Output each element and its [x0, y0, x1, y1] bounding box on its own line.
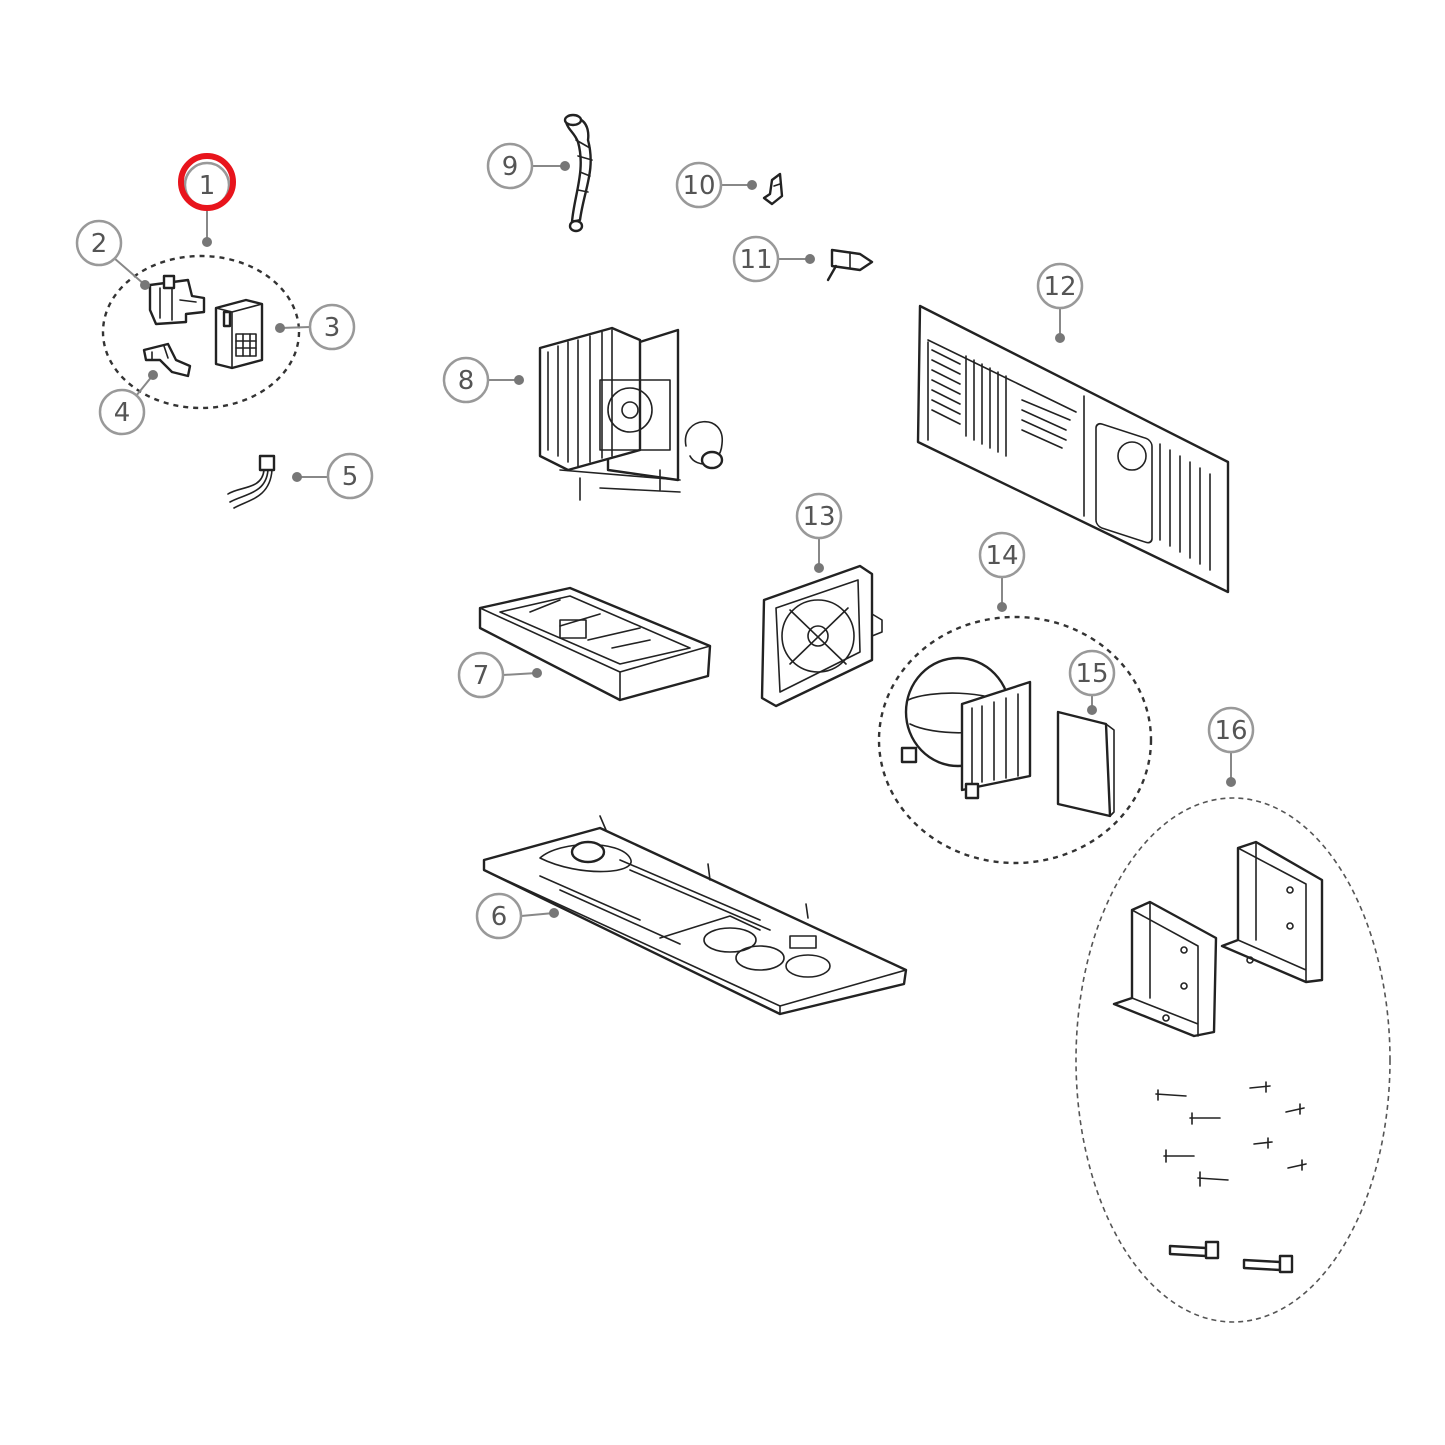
- callout-14[interactable]: 14: [978, 531, 1026, 579]
- part-2-valve-bracket[interactable]: [148, 274, 206, 326]
- callout-6[interactable]: 6: [475, 892, 523, 940]
- callout-1[interactable]: 1: [183, 161, 231, 209]
- callout-label-2: 2: [91, 229, 108, 259]
- part-6-base-plate[interactable]: [482, 815, 908, 1016]
- callout-label-3: 3: [324, 313, 341, 343]
- callout-12[interactable]: 12: [1036, 262, 1084, 310]
- leader-lines: [113, 161, 1236, 918]
- callout-13[interactable]: 13: [795, 492, 843, 540]
- callout-11[interactable]: 11: [732, 235, 780, 283]
- callout-label-6: 6: [491, 902, 508, 932]
- callout-4[interactable]: 4: [98, 388, 146, 436]
- part-8-evaporator-coil[interactable]: [538, 326, 724, 501]
- part-15-inverter-board[interactable]: [1056, 710, 1115, 818]
- group-ring-14: [877, 615, 1153, 865]
- callout-label-7: 7: [473, 661, 490, 691]
- part-12-rear-panel[interactable]: [916, 304, 1230, 594]
- part-4-bracket[interactable]: [142, 342, 192, 378]
- callout-label-8: 8: [458, 366, 475, 396]
- part-13-fan-housing[interactable]: [760, 564, 883, 708]
- callout-label-16: 16: [1214, 716, 1247, 746]
- callout-label-14: 14: [985, 541, 1018, 571]
- callout-2[interactable]: 2: [75, 219, 123, 267]
- callout-label-5: 5: [342, 462, 359, 492]
- callout-3[interactable]: 3: [308, 303, 356, 351]
- callout-16[interactable]: 16: [1207, 706, 1255, 754]
- callout-label-10: 10: [682, 171, 715, 201]
- callout-9[interactable]: 9: [486, 142, 534, 190]
- part-11-sensor[interactable]: [826, 248, 874, 282]
- callout-label-12: 12: [1043, 272, 1076, 302]
- part-16-bracket-kit[interactable]: [1112, 840, 1324, 1274]
- part-7-drain-tray[interactable]: [478, 586, 712, 702]
- callout-label-1: 1: [199, 171, 216, 201]
- callout-label-9: 9: [502, 152, 519, 182]
- callout-label-13: 13: [802, 502, 835, 532]
- part-5-wire-harness[interactable]: [227, 454, 276, 509]
- highlight-ring: [178, 153, 236, 211]
- group-ring-16: [1075, 797, 1391, 1323]
- callout-10[interactable]: 10: [675, 161, 723, 209]
- callout-15[interactable]: 15: [1068, 649, 1116, 697]
- callout-7[interactable]: 7: [457, 651, 505, 699]
- callout-label-11: 11: [739, 245, 772, 275]
- part-14-compressor[interactable]: [900, 656, 1032, 800]
- part-3-control-box[interactable]: [214, 298, 264, 370]
- group-ring-1: [101, 254, 301, 410]
- callout-5[interactable]: 5: [326, 452, 374, 500]
- part-10-clip[interactable]: [762, 172, 784, 206]
- callout-label-15: 15: [1075, 659, 1108, 689]
- callout-8[interactable]: 8: [442, 356, 490, 404]
- callout-label-4: 4: [114, 398, 131, 428]
- part-9-drain-hose[interactable]: [563, 113, 593, 233]
